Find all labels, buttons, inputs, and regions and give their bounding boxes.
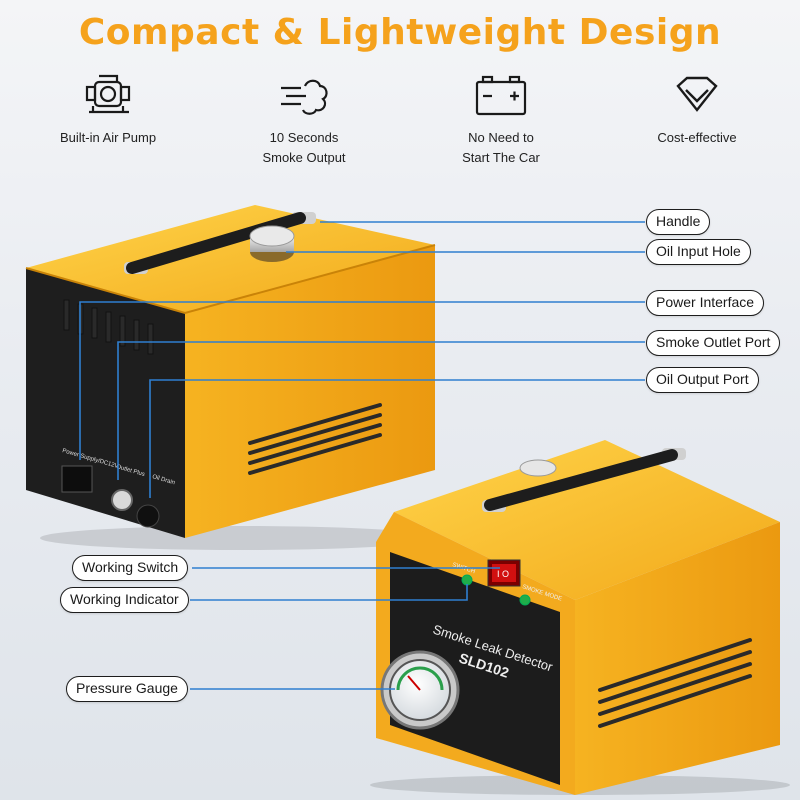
car-battery-icon [475,75,527,116]
callout-working-indicator: Working Indicator [60,587,189,613]
page-title: Compact & Lightweight Design [78,12,722,53]
callout-smoke-outlet-port: Smoke Outlet Port [646,330,781,356]
back-unit: Power Supply/DC12V Outlet Plus Oil Drain [25,205,440,550]
callout-working-switch: Working Switch [72,555,189,581]
leader-lines [79,221,645,690]
callout-pressure-gauge: Pressure Gauge [66,676,188,702]
smoke-icon [281,79,328,115]
callout-handle: Handle [646,209,711,235]
air-pump-icon [85,74,131,114]
switch-mark: I O [497,569,509,579]
front-handle-graphic [482,448,686,512]
feature-air-pump: Built-in Air Pump [23,72,193,148]
pressure-gauge-graphic [380,650,460,730]
feature-cost-effective: Cost-effective [612,72,782,148]
oil-cap-graphic [249,225,295,262]
diamond-icon [676,76,718,112]
callout-oil-input-hole: Oil Input Hole [646,239,751,265]
feature-label: Cost-effective [657,130,737,145]
front-unit: I O SWITCH SMOKE MODE Smoke Leak Detecto… [370,440,790,795]
callout-oil-output-port: Oil Output Port [646,367,759,393]
feature-label: 10 Seconds Smoke Output [262,130,346,165]
feature-no-start: No Need to Start The Car [416,72,586,168]
feature-label: Built-in Air Pump [59,130,157,145]
callout-power-interface: Power Interface [646,290,765,316]
feature-label: No Need to Start The Car [462,130,540,165]
feature-smoke: 10 Seconds Smoke Output [219,72,389,168]
